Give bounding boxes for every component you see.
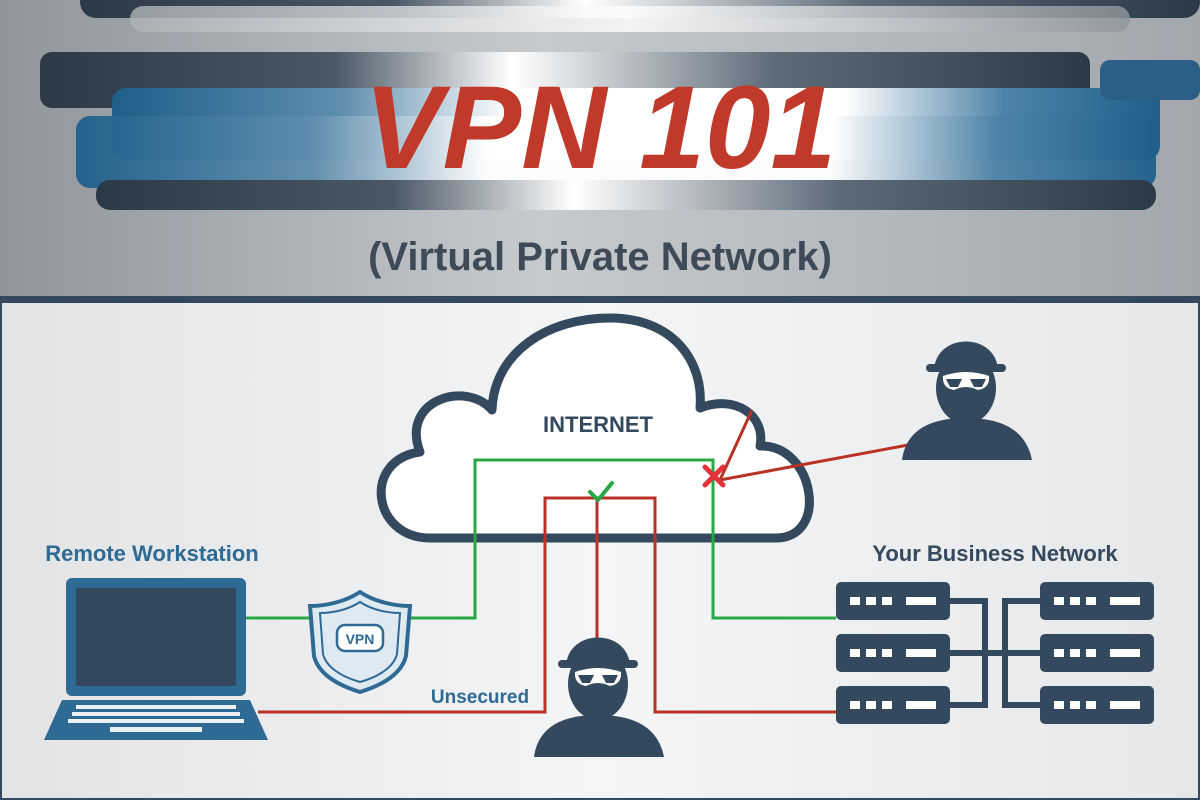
diagram-border	[0, 301, 1200, 800]
business-network-servers	[836, 582, 1154, 724]
laptop-icon	[44, 578, 268, 740]
internet-cloud	[376, 313, 814, 543]
checkmark-icon	[588, 481, 614, 502]
server-connector	[950, 598, 1040, 708]
vpn-shield-label: VPN	[346, 631, 375, 647]
header-divider	[0, 296, 1200, 302]
internet-label: INTERNET	[543, 412, 654, 437]
unsecured-label: Unsecured	[431, 687, 529, 708]
server-stack-left	[836, 582, 950, 724]
intercept-attempt-lines	[718, 409, 909, 482]
server-stack-right	[1040, 582, 1154, 724]
hacker-icon-internet	[902, 341, 1032, 460]
remote-workstation-label: Remote Workstation	[45, 541, 259, 566]
page-title: VPN 101	[364, 62, 836, 194]
vpn-shield-icon	[307, 589, 413, 695]
hacker-icon-unsecured	[534, 637, 664, 757]
blocked-x-icon	[702, 464, 726, 488]
business-network-label: Your Business Network	[872, 541, 1118, 566]
secure-vpn-connection	[245, 458, 836, 620]
page-subtitle: (Virtual Private Network)	[368, 235, 832, 279]
header-decorative-bars	[40, 0, 1200, 210]
